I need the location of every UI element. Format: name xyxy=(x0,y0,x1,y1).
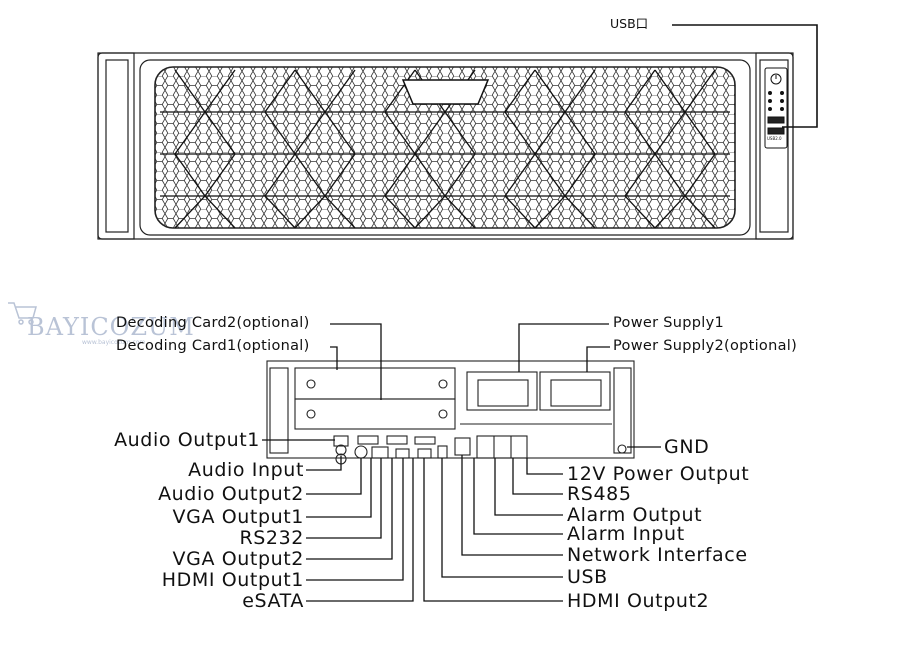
label-audio-input: Audio Input xyxy=(188,459,304,481)
label-alarm-output: Alarm Output xyxy=(567,504,703,526)
label-hdmi-output1: HDMI Output1 xyxy=(161,569,304,591)
label-12v-power-output: 12V Power Output xyxy=(567,463,750,485)
label-audio-output1: Audio Output1 xyxy=(114,429,260,451)
label-alarm-input: Alarm Input xyxy=(567,523,685,545)
front-bezel-grill xyxy=(154,66,736,229)
label-hdmi-output2: HDMI Output2 xyxy=(567,590,710,612)
label-gnd: GND xyxy=(664,436,710,458)
usb-port-label: USB口 xyxy=(610,16,649,31)
front-control-panel xyxy=(764,67,788,149)
label-esata: eSATA xyxy=(242,590,304,612)
label-vga-output2: VGA Output2 xyxy=(172,548,304,570)
label-rs485: RS485 xyxy=(567,483,632,505)
usb-callout-line xyxy=(672,24,818,128)
rear-callout-lines xyxy=(262,323,661,602)
label-vga-output1: VGA Output1 xyxy=(172,506,304,528)
watermark-url: www.bayicozum.com xyxy=(82,339,146,346)
label-decoding-card1: Decoding Card1(optional) xyxy=(116,338,310,354)
label-decoding-card2: Decoding Card2(optional) xyxy=(116,315,310,331)
label-rs232: RS232 xyxy=(239,527,304,549)
label-power-supply2: Power Supply2(optional) xyxy=(613,338,798,354)
label-power-supply1: Power Supply1 xyxy=(613,315,724,331)
watermark-cart-icon xyxy=(8,302,37,325)
label-audio-output2: Audio Output2 xyxy=(158,483,304,505)
label-usb: USB xyxy=(567,566,608,588)
watermark-brand: BAYICOZUM xyxy=(27,313,195,341)
rear-chassis xyxy=(266,360,635,465)
front-chassis xyxy=(97,52,794,240)
label-network-interface: Network Interface xyxy=(567,544,748,566)
usb-port-caption: USB2.0 xyxy=(767,136,782,141)
